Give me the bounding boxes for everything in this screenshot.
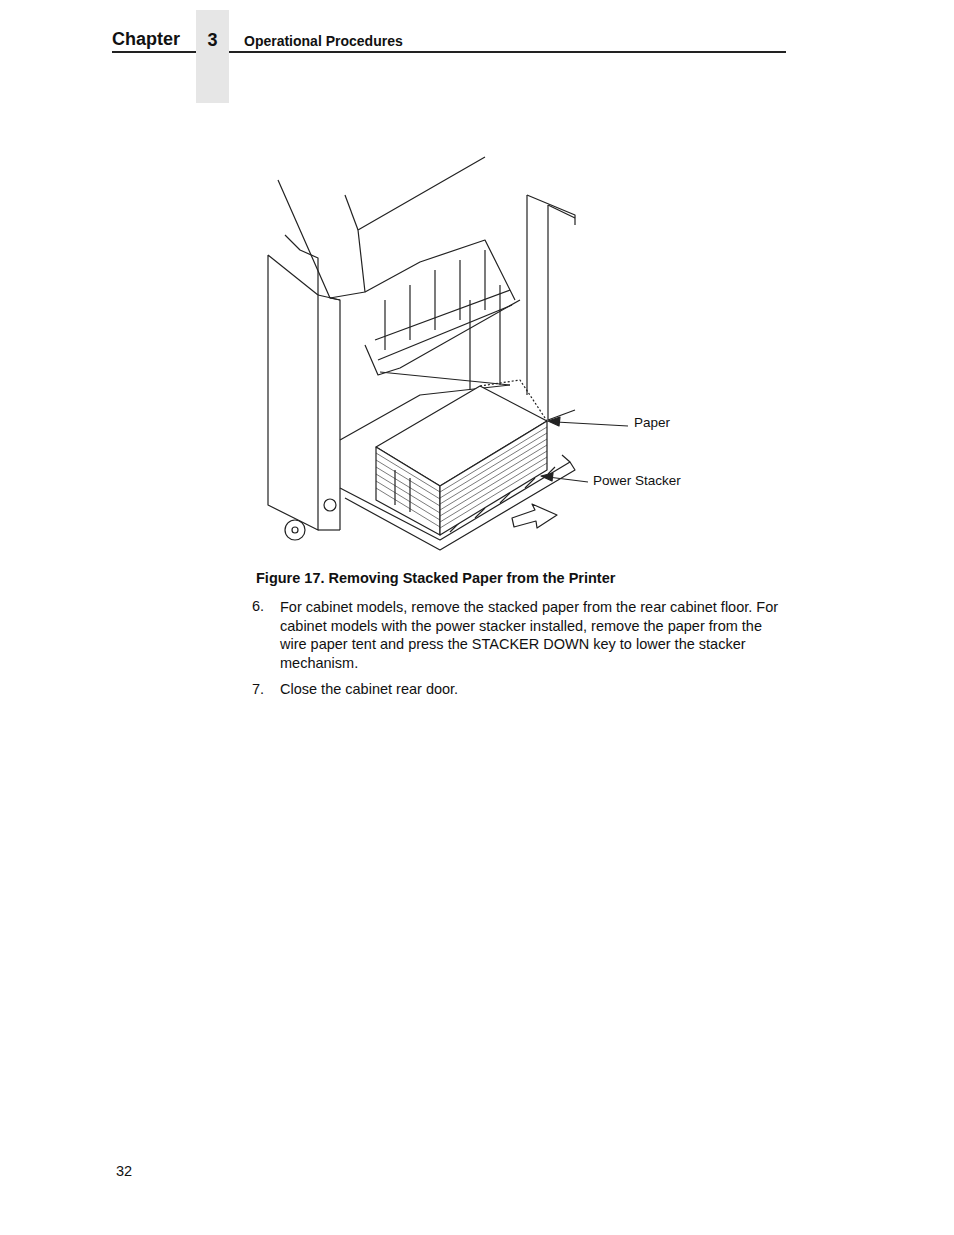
- page-number: 32: [116, 1163, 156, 1180]
- running-header: Operational Procedures: [244, 33, 544, 50]
- step-text: For cabinet models, remove the stacked p…: [280, 598, 790, 673]
- chapter-word: Chapter: [112, 29, 202, 51]
- chapter-tab: 3: [196, 10, 229, 103]
- step-number: 7.: [252, 681, 277, 698]
- step-text: Close the cabinet rear door.: [280, 681, 790, 698]
- step-number: 6.: [252, 598, 277, 615]
- part-name: Paper: [634, 415, 714, 431]
- figure-caption: Figure 17. Removing Stacked Paper from t…: [256, 570, 776, 587]
- part-name: Power Stacker: [593, 473, 723, 489]
- chapter-number: 3: [196, 10, 229, 51]
